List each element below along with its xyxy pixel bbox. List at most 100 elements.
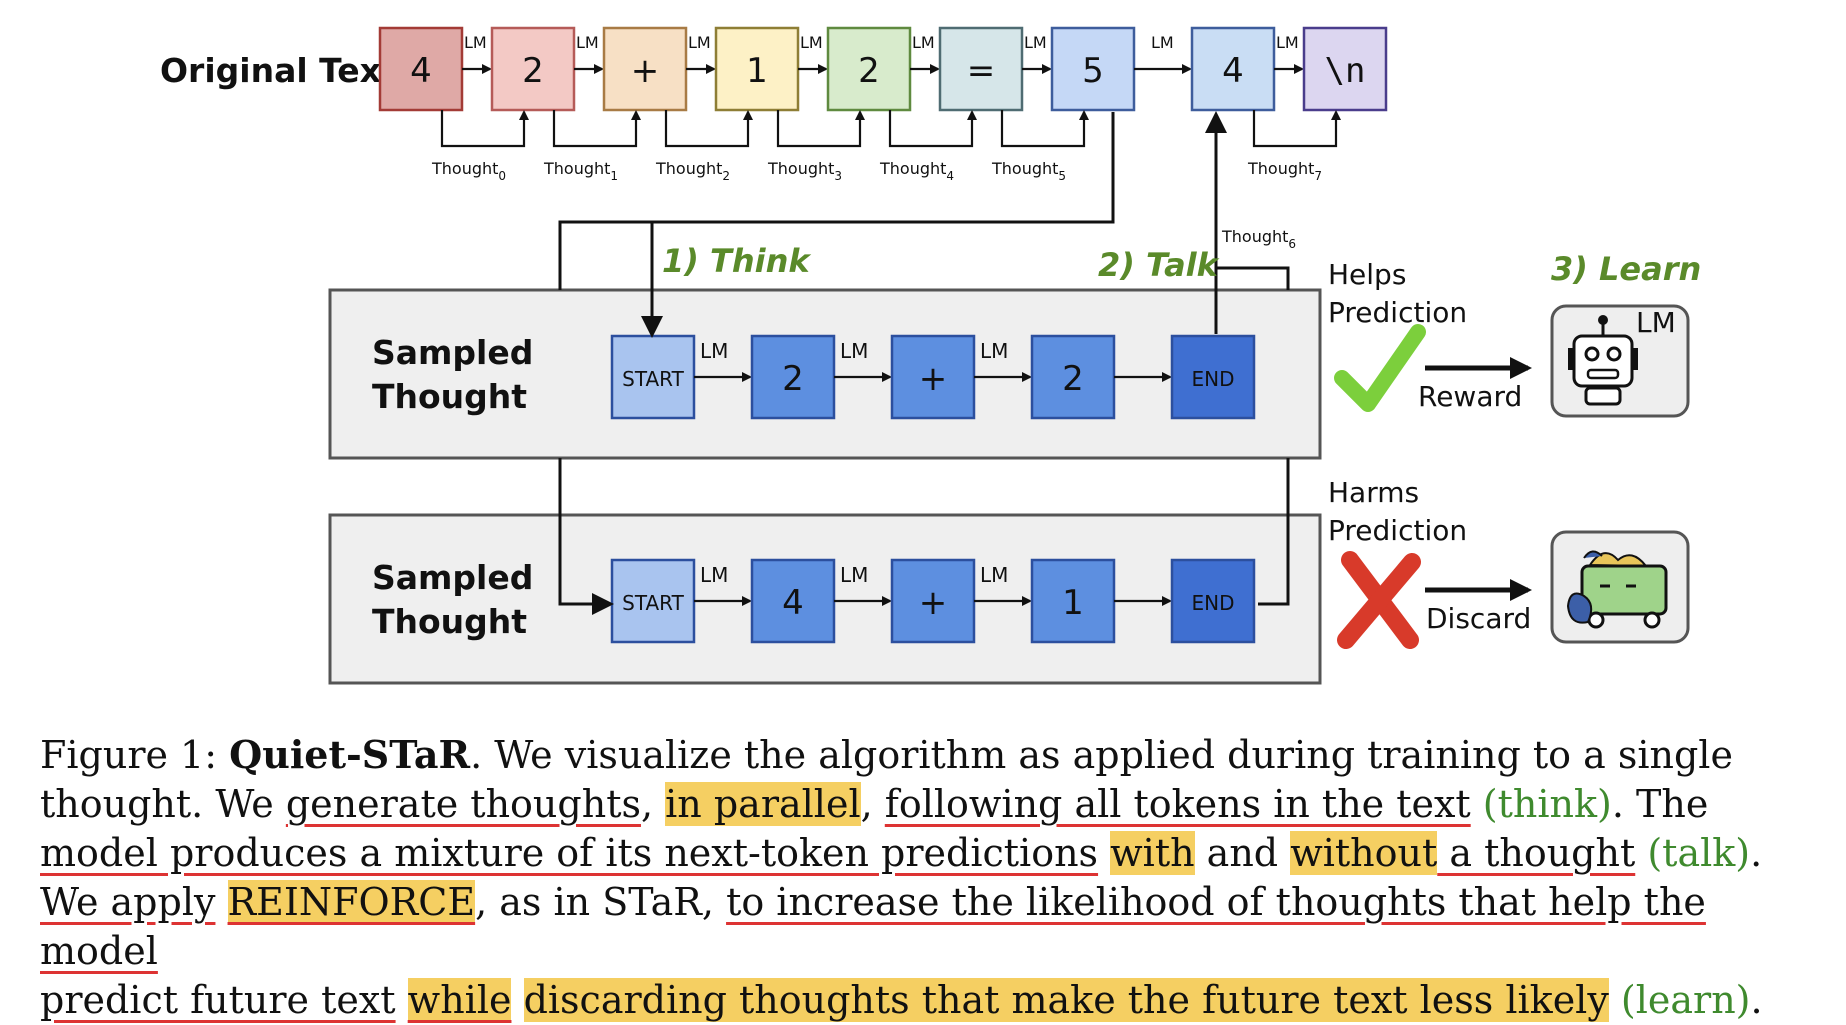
original-token-row: 4 LM 2 LM + LM 1 LM 2 LM = LM 5 LM 4 LM \n [378,26,1388,112]
sampled-lm-label: LM [980,563,1008,587]
original-token-text: 2 [858,51,880,91]
sampled-thought-label-bottom: Sampled [372,558,533,597]
sampled-token-text: 4 [782,583,804,623]
original-token-4: 2 [826,26,912,112]
original-token-text: = [967,51,996,91]
quiet-star-diagram: Original Text 4LM2LM+LM1LM2LM=LM5LM4LM\n… [160,26,1701,685]
sampled-token-text: 2 [782,359,804,399]
original-token-text: 1 [746,51,768,91]
caption-line-2: thought. We generate thoughts, in parall… [40,782,1709,826]
original-token-text: \n [1325,51,1366,91]
lm-label: LM [464,33,487,52]
think-arrow-row2 [558,515,614,615]
original-token-6: 5 [1050,26,1136,112]
talk-label: 2) Talk [1098,246,1220,284]
lm-label: LM [576,33,599,52]
harms-label-1: Harms [1328,476,1419,509]
thought-connector-2 [664,110,753,148]
lm-label: LM [1151,33,1174,52]
sampled-token-1-0: START [610,558,696,644]
sampled-token-text: END [1192,591,1235,615]
sampled-token-1-1: 4 [750,558,836,644]
harms-label-2: Prediction [1328,514,1467,547]
sampled-token-0-4: END [1170,334,1256,420]
original-token-0: 4 [378,26,464,112]
thought-label-1: Thought1 [543,159,618,183]
lm-label: LM [912,33,935,52]
sampled-token-text: 2 [1062,359,1084,399]
original-token-1: 2 [490,26,576,112]
original-token-7: 4 [1190,26,1276,112]
thought-label-4: Thought4 [879,159,954,183]
thought6-label: Thought6 [1221,227,1296,251]
caption-line-3: model produces a mixture of its next-tok… [40,831,1763,875]
sampled-thought-label-top-2: Thought [372,377,527,416]
sampled-lm-label: LM [700,339,728,363]
thought-connector-3 [776,110,865,148]
talk-connector-row2 [1258,458,1290,606]
lm-label: LM [1276,33,1299,52]
thought-connector-7 [1252,110,1341,148]
thought-connector-4 [888,110,977,148]
sampled-token-0-0: START [610,334,696,420]
trash-bin-icon [1550,530,1690,644]
figure-caption: Figure 1: Quiet-STaR. We visualize the a… [40,730,1820,1025]
think-label: 1) Think [662,242,811,280]
original-token-8: \n [1302,26,1388,112]
caption-line-1: Figure 1: Quiet-STaR. We visualize the a… [40,732,1733,777]
robot-lm-icon: LM [1550,304,1690,418]
thought-label-2: Thought2 [655,159,730,183]
original-token-text: 5 [1082,51,1104,91]
helps-label-2: Prediction [1328,296,1467,329]
original-token-text: 2 [522,51,544,91]
lm-label: LM [688,33,711,52]
discard-label: Discard [1426,602,1531,635]
lm-label: LM [800,33,823,52]
thought-label-5: Thought5 [991,159,1066,183]
thought-label-3: Thought3 [767,159,842,183]
sampled-token-0-1: 2 [750,334,836,420]
sampled-token-text: START [622,367,684,391]
original-text-label: Original Text [160,51,397,90]
original-token-text: + [631,51,660,91]
sampled-token-text: 1 [1062,583,1084,623]
talk-connector [1216,266,1290,290]
check-icon [1334,324,1426,412]
robot-lm-label: LM [1636,306,1676,339]
sampled-thought-label-top: Sampled [372,333,533,372]
original-token-text: 4 [410,51,432,91]
sampled-token-text: START [622,591,684,615]
caption-title: Quiet-STaR [229,732,471,777]
sampled-token-1-2: + [890,558,976,644]
sampled-token-text: + [919,359,948,399]
sampled-token-1-3: 1 [1030,558,1116,644]
caption-line-4: We apply REINFORCE, as in STaR, to incre… [40,880,1706,973]
thought-connector-0 [440,110,529,148]
thought-connector-5 [1000,110,1089,148]
sampled-lm-label: LM [980,339,1008,363]
thought-connectors: Thought0 Thought1 Thought2 Thought3 Thought4… [431,110,1341,183]
sampled-thought-label-bottom-2: Thought [372,602,527,641]
helps-label-1: Helps [1328,258,1406,291]
sampled-lm-label: LM [700,563,728,587]
sampled-token-0-3: 2 [1030,334,1116,420]
reward-label: Reward [1418,380,1522,413]
sampled-token-1-4: END [1170,558,1256,644]
caption-line-5: predict future text while discarding tho… [40,978,1763,1022]
cross-icon [1337,551,1421,649]
sampled-token-0-2: + [890,334,976,420]
original-token-2: + [602,26,688,112]
thought-connector-1 [552,110,641,148]
lm-label: LM [1024,33,1047,52]
sampled-token-text: END [1192,367,1235,391]
sampled-token-text: + [919,583,948,623]
original-token-text: 4 [1222,51,1244,91]
think-connector [558,112,1115,290]
thought-label-0: Thought0 [431,159,506,183]
sampled-lm-label: LM [840,339,868,363]
original-token-3: 1 [714,26,800,112]
sampled-lm-label: LM [840,563,868,587]
thought-label-7: Thought7 [1247,159,1322,183]
original-token-5: = [938,26,1024,112]
